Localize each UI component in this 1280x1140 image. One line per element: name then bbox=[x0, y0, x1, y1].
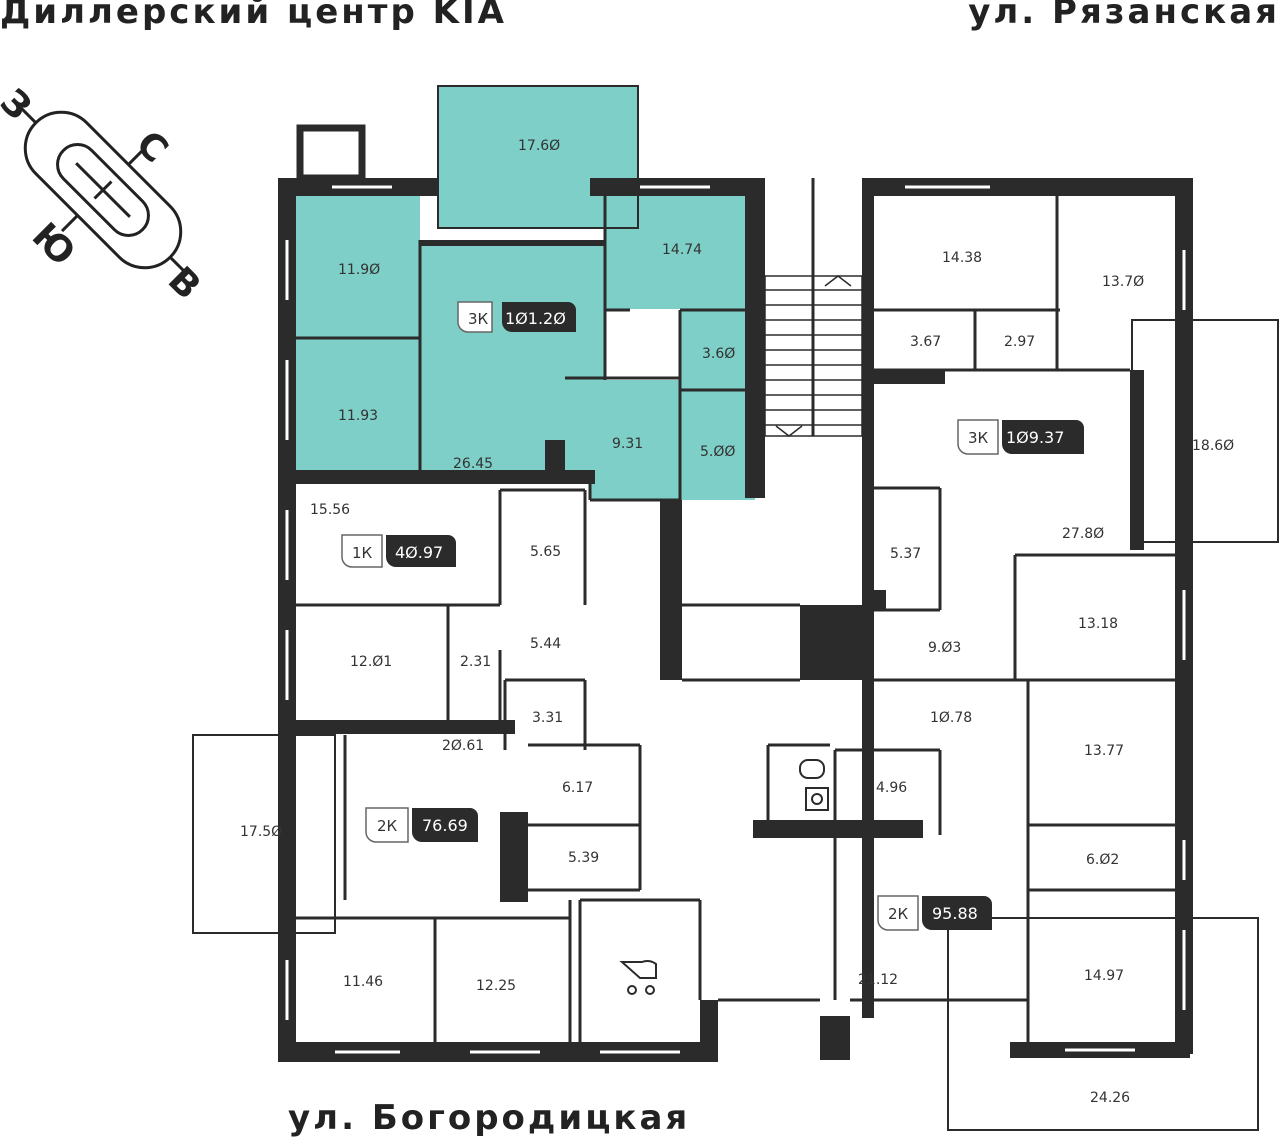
room-area: 14.97 bbox=[1084, 968, 1124, 984]
room-area: 3.31 bbox=[532, 710, 563, 726]
room-area: 13.77 bbox=[1084, 743, 1124, 759]
room-area: 5.65 bbox=[530, 544, 561, 560]
room-area: 17.6Ø bbox=[518, 138, 560, 154]
apartment-badge-3k-10120[interactable]: 3К 1Ø1.2Ø bbox=[457, 301, 576, 333]
svg-text:3К: 3К bbox=[468, 310, 489, 328]
room-area: 6.Ø2 bbox=[1086, 852, 1119, 868]
room-area: 11.9Ø bbox=[338, 262, 380, 278]
compass: З С Ю В bbox=[0, 81, 208, 307]
room-area: 14.74 bbox=[662, 242, 702, 258]
svg-text:2К: 2К bbox=[377, 817, 398, 835]
svg-text:95.88: 95.88 bbox=[932, 904, 978, 923]
room-labels: 17.6Ø 11.9Ø 11.93 26.45 14.74 3.6Ø 9.31 … bbox=[240, 138, 1234, 1106]
room-area: 6.17 bbox=[562, 780, 593, 796]
svg-text:3К: 3К bbox=[968, 429, 989, 447]
compass-north-letter: С bbox=[128, 123, 176, 171]
room-area: 5.39 bbox=[568, 850, 599, 866]
room-area: 3.6Ø bbox=[702, 346, 735, 362]
room-area: 17.5Ø bbox=[240, 824, 282, 840]
room-area: 13.7Ø bbox=[1102, 274, 1144, 290]
compass-east-letter: В bbox=[160, 259, 208, 307]
toilet-icon bbox=[799, 759, 829, 811]
partitions bbox=[295, 196, 1175, 1042]
room-area: 5.37 bbox=[890, 546, 921, 562]
svg-text:76.69: 76.69 bbox=[422, 816, 468, 835]
room-area: 24.26 bbox=[1090, 1090, 1130, 1106]
walls bbox=[278, 178, 1193, 1062]
room-area: 2Ø.61 bbox=[442, 738, 484, 754]
stroller-icon bbox=[619, 959, 657, 995]
svg-text:2К: 2К bbox=[888, 905, 909, 923]
svg-text:4Ø.97: 4Ø.97 bbox=[395, 543, 443, 562]
room-area: 5.ØØ bbox=[700, 444, 735, 460]
compass-south-letter: Ю bbox=[24, 215, 83, 274]
room-area: 26.45 bbox=[453, 456, 493, 472]
svg-text:1Ø1.2Ø: 1Ø1.2Ø bbox=[505, 309, 566, 328]
svg-text:1К: 1К bbox=[352, 544, 373, 562]
room-area: 1Ø.78 bbox=[930, 710, 972, 726]
street-label-kia-dealer: Диллерский центр KIA bbox=[0, 0, 507, 32]
apartment-badge-1k-4097[interactable]: 1К 4Ø.97 bbox=[341, 534, 456, 568]
room-area: 2.31 bbox=[460, 654, 491, 670]
room-area: 11.46 bbox=[343, 974, 383, 990]
room-area: 12.25 bbox=[476, 978, 516, 994]
svg-text:1Ø9.37: 1Ø9.37 bbox=[1006, 428, 1064, 447]
apartment-badge-3k-10937[interactable]: 3К 1Ø9.37 bbox=[957, 419, 1084, 455]
room-area: 12.Ø1 bbox=[350, 654, 392, 670]
room-area: 15.56 bbox=[310, 502, 350, 518]
room-area: 13.18 bbox=[1078, 616, 1118, 632]
room-area: 4.96 bbox=[876, 780, 907, 796]
windows bbox=[285, 185, 1186, 1054]
room-area: 9.31 bbox=[612, 436, 643, 452]
balconies bbox=[192, 85, 1279, 1131]
street-label-ryazanskaya: ул. Рязанская bbox=[968, 0, 1280, 32]
room-area: 9.Ø3 bbox=[928, 640, 961, 656]
room-area: 14.38 bbox=[942, 250, 982, 266]
room-area: 11.93 bbox=[338, 408, 378, 424]
room-area: 21.12 bbox=[858, 972, 898, 988]
apartment-badge-2k-7669[interactable]: 2К 76.69 bbox=[365, 807, 478, 843]
room-area: 5.44 bbox=[530, 636, 561, 652]
room-area: 2.97 bbox=[1004, 334, 1035, 350]
room-area: 27.8Ø bbox=[1062, 526, 1104, 542]
street-label-bogoroditskaya: ул. Богородицкая bbox=[288, 1098, 691, 1138]
apartment-badge-2k-9588[interactable]: 2К 95.88 bbox=[877, 895, 992, 931]
staircase bbox=[764, 178, 863, 437]
room-area: 18.6Ø bbox=[1192, 438, 1234, 454]
room-area: 3.67 bbox=[910, 334, 941, 350]
